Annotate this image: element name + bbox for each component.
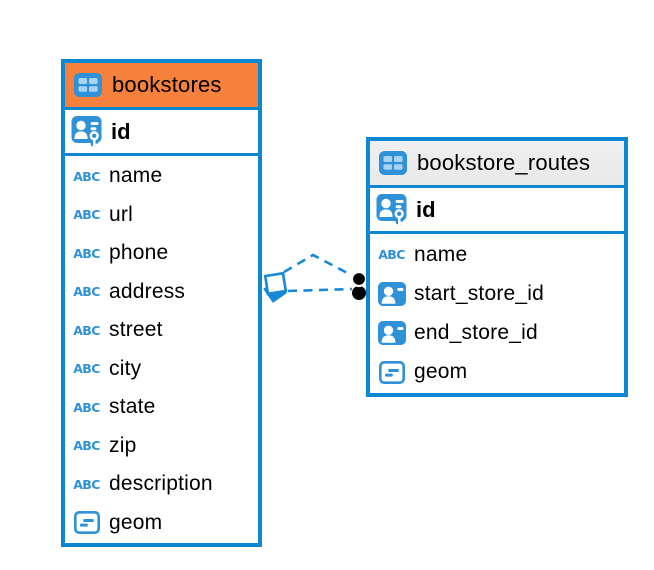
- column-name: address: [109, 279, 186, 303]
- table-icon: [377, 151, 408, 175]
- column-name: geom: [109, 510, 163, 534]
- column-row[interactable]: ABC city: [65, 349, 258, 388]
- table-node-bookstore-routes[interactable]: bookstore_routes id ABC: [366, 137, 628, 397]
- column-row[interactable]: ABC name: [65, 157, 258, 196]
- geometry-type-icon: [71, 511, 102, 535]
- column-row[interactable]: ABC address: [65, 272, 258, 311]
- column-row[interactable]: geom: [370, 352, 624, 392]
- column-row[interactable]: ABC description: [65, 465, 258, 504]
- relation-line-lower[interactable]: [287, 287, 353, 293]
- column-row[interactable]: end_store_id: [370, 313, 624, 353]
- reference-type-icon: [376, 281, 407, 306]
- column-name: id: [416, 196, 436, 222]
- primary-key-icon: [376, 193, 407, 226]
- column-name: zip: [109, 433, 137, 457]
- relation-source-diamond-marker: [263, 271, 288, 303]
- relation-endpoint-dot-lower: [352, 286, 366, 300]
- column-row[interactable]: ABC name: [370, 235, 624, 275]
- column-row[interactable]: geom: [65, 503, 258, 542]
- column-name: url: [109, 202, 133, 226]
- column-row[interactable]: ABC phone: [65, 234, 258, 273]
- column-row[interactable]: ABC zip: [65, 426, 258, 465]
- column-row-pk[interactable]: id: [65, 110, 258, 156]
- column-name: city: [109, 356, 142, 380]
- column-row[interactable]: ABC street: [65, 311, 258, 350]
- column-name: state: [109, 395, 156, 419]
- column-row[interactable]: start_store_id: [370, 274, 624, 314]
- column-name: end_store_id: [414, 321, 538, 345]
- text-type-icon: ABC: [73, 207, 100, 223]
- column-name: id: [111, 118, 131, 144]
- table-header-bookstore-routes[interactable]: bookstore_routes: [370, 141, 624, 188]
- column-name: description: [109, 472, 213, 496]
- column-row[interactable]: ABC state: [65, 388, 258, 427]
- table-icon: [72, 73, 103, 97]
- text-type-icon: ABC: [73, 399, 100, 415]
- relation-endpoint-dot-upper: [350, 270, 368, 288]
- text-type-icon: ABC: [73, 322, 100, 338]
- column-name: start_store_id: [414, 281, 545, 305]
- text-type-icon: ABC: [378, 247, 405, 263]
- table-node-bookstores[interactable]: bookstores id ABC: [61, 59, 262, 547]
- text-type-icon: ABC: [73, 245, 100, 261]
- geometry-type-icon: [376, 360, 407, 384]
- text-type-icon: ABC: [73, 476, 100, 492]
- column-name: name: [109, 164, 163, 188]
- text-type-icon: ABC: [73, 438, 100, 454]
- column-name: street: [109, 318, 163, 342]
- relation-line-upper[interactable]: [283, 253, 356, 279]
- column-name: name: [414, 242, 468, 266]
- column-row[interactable]: ABC url: [65, 195, 258, 234]
- table-title: bookstores: [112, 72, 222, 97]
- text-type-icon: ABC: [73, 361, 100, 377]
- column-name: phone: [109, 241, 169, 265]
- column-row-pk[interactable]: id: [370, 188, 624, 234]
- table-title: bookstore_routes: [417, 150, 591, 175]
- table-header-bookstores[interactable]: bookstores: [65, 63, 258, 110]
- column-list: ABC name start_store_id: [370, 234, 624, 393]
- text-type-icon: ABC: [73, 284, 100, 300]
- column-name: geom: [414, 360, 468, 384]
- text-type-icon: ABC: [73, 168, 100, 184]
- primary-key-icon: [71, 115, 102, 148]
- column-list: ABC name ABC url ABC phone ABC address A…: [65, 156, 258, 543]
- reference-type-icon: [376, 321, 407, 346]
